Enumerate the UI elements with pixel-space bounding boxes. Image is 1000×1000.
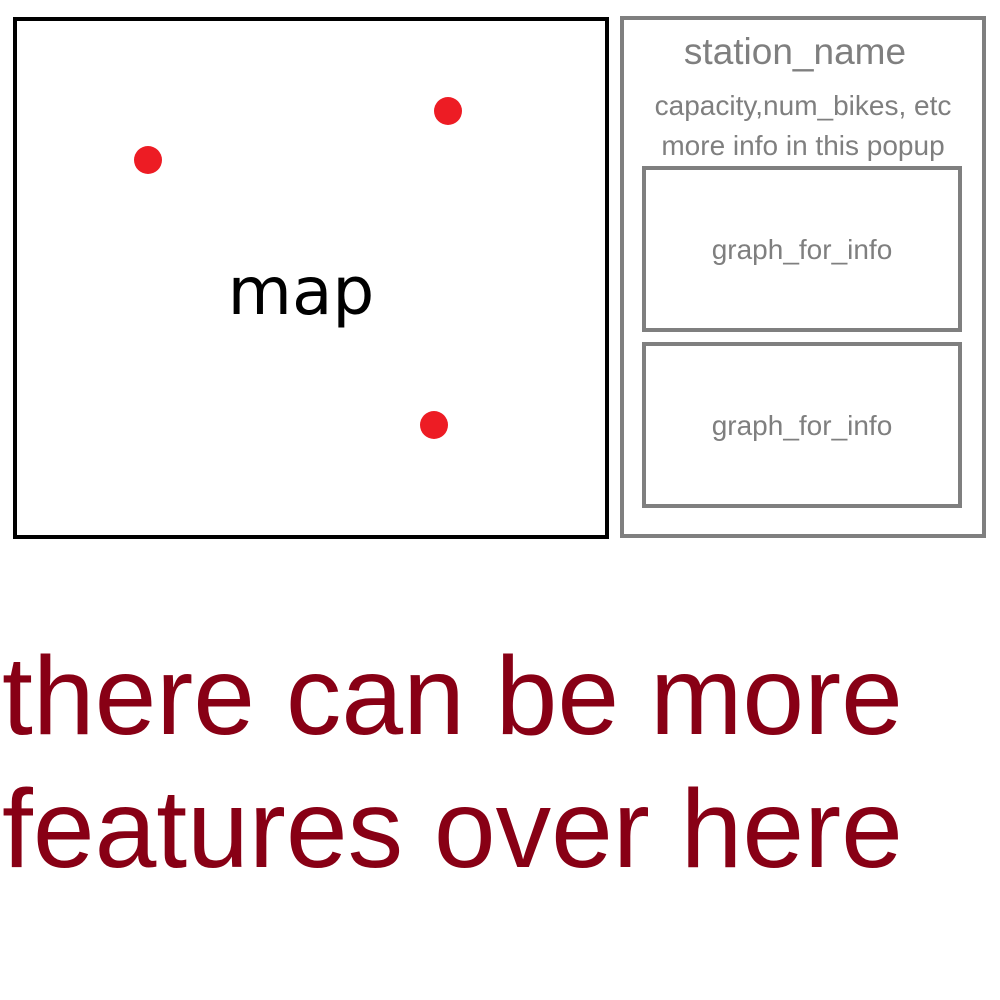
station-info-popup: station_name capacity,num_bikes, etc mor…	[620, 16, 986, 538]
map-panel[interactable]: map	[13, 17, 609, 539]
popup-more-info-text: more info in this popup	[661, 130, 945, 161]
info-graph: graph_for_info	[642, 342, 962, 508]
station-stats-text: capacity,num_bikes, etc	[654, 90, 952, 121]
station-marker[interactable]	[420, 411, 448, 439]
info-graph: graph_for_info	[642, 166, 962, 332]
graph-label: graph_for_info	[711, 410, 893, 441]
station-marker[interactable]	[434, 97, 462, 125]
features-note-line: there can be more	[2, 634, 903, 758]
features-note-line: features over here	[2, 767, 903, 891]
station-marker[interactable]	[134, 146, 162, 174]
graph-label: graph_for_info	[711, 234, 893, 265]
map-label: map	[227, 253, 375, 330]
features-note: there can be more features over here	[2, 630, 998, 896]
station-name-title: station_name	[683, 31, 907, 72]
